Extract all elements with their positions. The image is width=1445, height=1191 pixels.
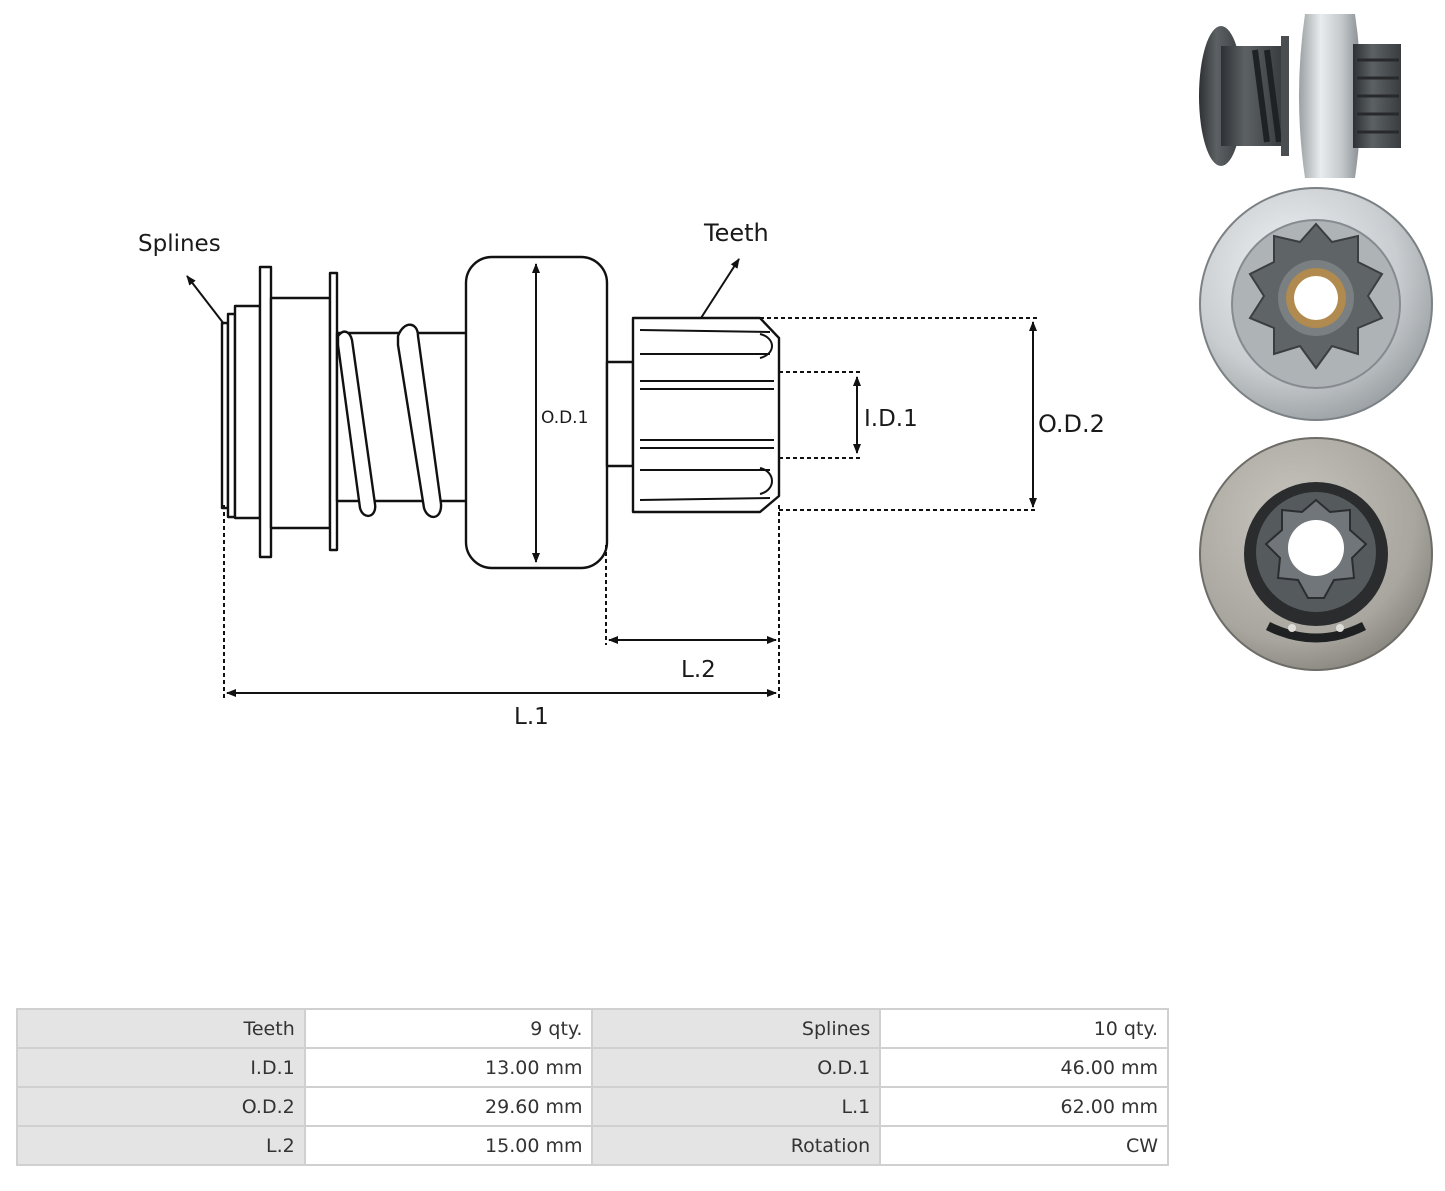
spec-value: 9 qty. (303, 1008, 594, 1049)
od1-label: O.D.1 (541, 408, 588, 428)
teeth-label: Teeth (703, 219, 769, 247)
l1-label: L.1 (514, 704, 549, 730)
spec-key: Teeth (16, 1008, 306, 1049)
spec-key: O.D.2 (16, 1086, 306, 1127)
table-row: Teeth 9 qty. Splines 10 qty. (16, 1008, 1169, 1049)
spec-value: 10 qty. (879, 1008, 1169, 1049)
front-view-photo (1199, 187, 1433, 421)
spec-value: 46.00 mm (879, 1047, 1169, 1088)
spec-key: O.D.1 (591, 1047, 882, 1088)
spec-value: CW (879, 1125, 1169, 1166)
splines-label: Splines (138, 231, 221, 257)
dimension-arrows (186, 258, 1037, 697)
side-view-photo (1199, 14, 1401, 178)
drive-outline (220, 255, 781, 570)
starter-drive-diagram: Splines Teeth O.D.1 I.D.1 O.D.2 L.2 L.1 (138, 219, 1105, 730)
spec-key: Rotation (591, 1125, 882, 1166)
spec-value: 15.00 mm (303, 1125, 594, 1166)
spec-key: L.2 (16, 1125, 306, 1166)
extension-lines (223, 317, 1038, 700)
spec-key: L.1 (591, 1086, 882, 1127)
table-row: I.D.1 13.00 mm O.D.1 46.00 mm (16, 1047, 1169, 1088)
spec-value: 62.00 mm (879, 1086, 1169, 1127)
spec-table: Teeth 9 qty. Splines 10 qty. I.D.1 13.00… (16, 1008, 1169, 1166)
l2-label: L.2 (681, 657, 716, 683)
spec-value: 13.00 mm (303, 1047, 594, 1088)
spec-key: I.D.1 (16, 1047, 306, 1088)
table-row: L.2 15.00 mm Rotation CW (16, 1125, 1169, 1166)
od2-label: O.D.2 (1038, 410, 1105, 438)
rear-view-photo (1199, 437, 1433, 671)
spec-key: Splines (591, 1008, 882, 1049)
pinion-teeth-detail (639, 329, 774, 501)
id1-label: I.D.1 (864, 406, 918, 432)
table-row: O.D.2 29.60 mm L.1 62.00 mm (16, 1086, 1169, 1127)
spec-value: 29.60 mm (303, 1086, 594, 1127)
